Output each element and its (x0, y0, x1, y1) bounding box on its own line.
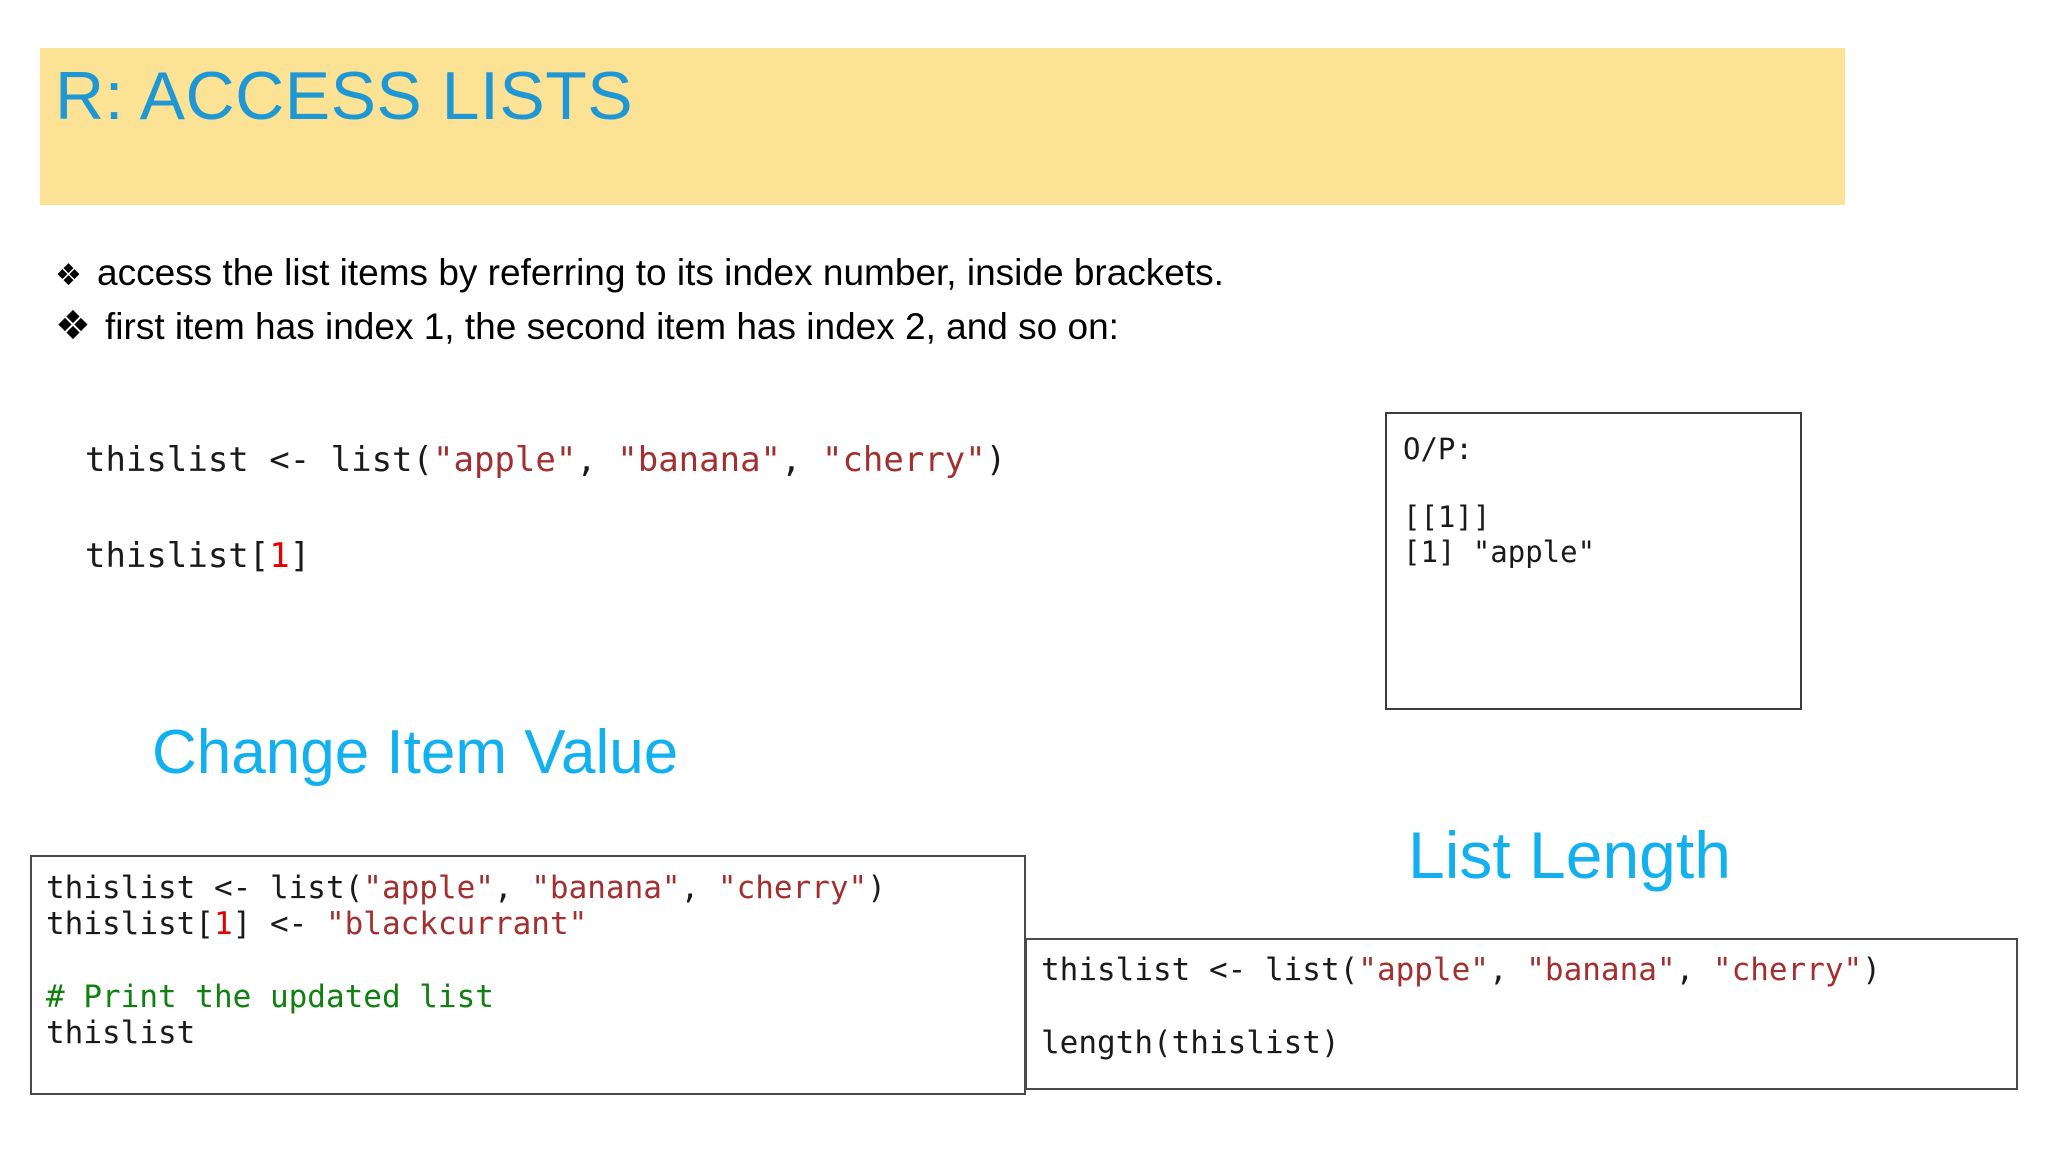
code-line: thislist <- list("apple", "banana", "che… (1041, 952, 1881, 988)
bullet-text: first item has index 1, the second item … (105, 306, 1119, 347)
string-literal-cherry: "cherry" (1712, 952, 1863, 988)
output-label: O/P: (1403, 432, 1473, 466)
code-line: thislist[1] <- "blackcurrant" (46, 906, 587, 942)
code-token: ] <- (232, 906, 326, 943)
list-length-code-box: thislist <- list("apple", "banana", "che… (1025, 938, 2018, 1090)
string-literal-apple: "apple" (433, 440, 577, 480)
code-token: , (1488, 952, 1527, 988)
code-token: thislist <- list( (46, 870, 364, 906)
code-token: thislist[ (46, 906, 214, 943)
output-text: O/P: [[1]] [1] "apple" (1403, 432, 1595, 569)
list-length-code: thislist <- list("apple", "banana", "che… (1041, 952, 1881, 1061)
diamond-bullet-icon: ❖ (55, 258, 82, 293)
string-literal-cherry: "cherry" (821, 440, 986, 480)
bullet-item: ❖ access the list items by referring to … (55, 252, 1224, 294)
bullet-text: access the list items by referring to it… (97, 252, 1224, 293)
code-line: thislist <- list("apple", "banana", "che… (85, 440, 1006, 480)
change-item-code: thislist <- list("apple", "banana", "che… (46, 870, 886, 1051)
string-literal-blackcurrant: "blackcurrant" (325, 906, 588, 943)
output-line: [1] "apple" (1403, 534, 1596, 569)
code-token: ) (1862, 952, 1881, 988)
main-code-snippet: thislist <- list("apple", "banana", "che… (85, 443, 1006, 573)
code-token: ) (985, 440, 1007, 480)
string-literal-apple: "apple" (363, 870, 494, 906)
code-token: ) (867, 870, 886, 906)
code-token: , (680, 870, 718, 906)
code-token: , (493, 870, 532, 906)
title-banner (40, 48, 1845, 205)
code-line: thislist (46, 1015, 196, 1052)
output-box: O/P: [[1]] [1] "apple" (1385, 412, 1802, 710)
code-token: thislist <- list( (85, 440, 433, 480)
string-literal-apple: "apple" (1358, 952, 1489, 988)
bullet-item: ❖ first item has index 1, the second ite… (55, 306, 1119, 348)
code-line: length(thislist) (1041, 1024, 1340, 1061)
output-line: [[1]] (1403, 500, 1491, 535)
code-line: thislist <- list("apple", "banana", "che… (46, 870, 886, 906)
page-title: R: ACCESS LISTS (55, 58, 634, 134)
code-token: , (781, 440, 822, 480)
change-item-value-heading: Change Item Value (152, 718, 679, 787)
index-number: 1 (213, 906, 233, 943)
change-item-code-box: thislist <- list("apple", "banana", "che… (30, 855, 1026, 1095)
diamond-bullet-icon: ❖ (55, 303, 91, 349)
code-token: thislist <- list( (1041, 952, 1359, 988)
string-literal-cherry: "cherry" (717, 870, 868, 906)
code-token: , (576, 440, 618, 480)
string-literal-banana: "banana" (531, 870, 681, 906)
index-number: 1 (269, 536, 290, 576)
string-literal-banana: "banana" (617, 440, 782, 480)
code-token: thislist[ (85, 536, 270, 576)
string-literal-banana: "banana" (1526, 952, 1676, 988)
code-comment: # Print the updated list (46, 978, 494, 1015)
code-line: thislist[1] (85, 539, 1006, 573)
code-token: ] (289, 536, 311, 576)
code-token: , (1675, 952, 1713, 988)
list-length-heading: List Length (1408, 818, 1731, 892)
